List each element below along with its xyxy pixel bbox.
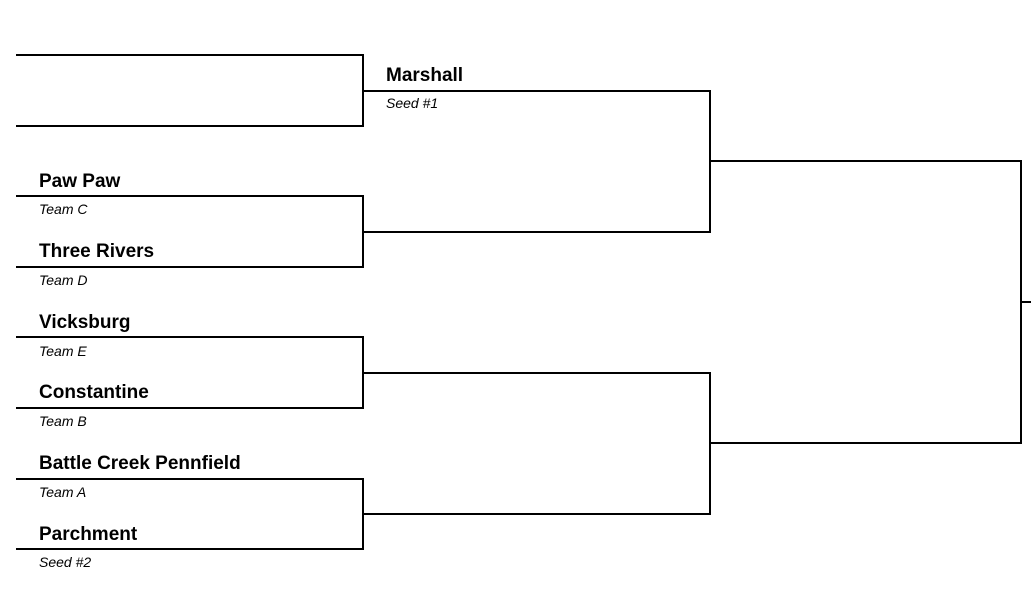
- team-label-constantine: Team B: [39, 413, 87, 429]
- team-label-battle-creek-pennfield: Team A: [39, 484, 87, 500]
- team-label-vicksburg: Team E: [39, 343, 87, 359]
- team-name-three-rivers: Three Rivers: [39, 241, 155, 262]
- bracket-line-r1-pair2: [16, 195, 711, 268]
- bracket-line-r1-pair3: [16, 336, 711, 409]
- team-name-paw-paw: Paw Paw: [39, 171, 121, 192]
- bracket-line-r1-pair4: [16, 478, 711, 550]
- bracket-line-r1-pair1: [16, 54, 711, 127]
- team-name-marshall: Marshall: [386, 65, 464, 86]
- team-name-parchment: Parchment: [39, 524, 138, 545]
- bracket-line-r2-bottom: [709, 372, 1022, 515]
- team-name-battle-creek-pennfield: Battle Creek Pennfield: [39, 453, 241, 474]
- team-seed-marshall: Seed #1: [386, 95, 439, 111]
- team-name-vicksburg: Vicksburg: [39, 312, 131, 333]
- team-label-three-rivers: Team D: [39, 272, 88, 288]
- bracket-line-final: [1020, 160, 1031, 444]
- team-label-paw-paw: Team C: [39, 201, 88, 217]
- team-seed-parchment: Seed #2: [39, 554, 92, 570]
- bracket-line-r2-top: [709, 90, 1022, 233]
- team-name-constantine: Constantine: [39, 382, 149, 403]
